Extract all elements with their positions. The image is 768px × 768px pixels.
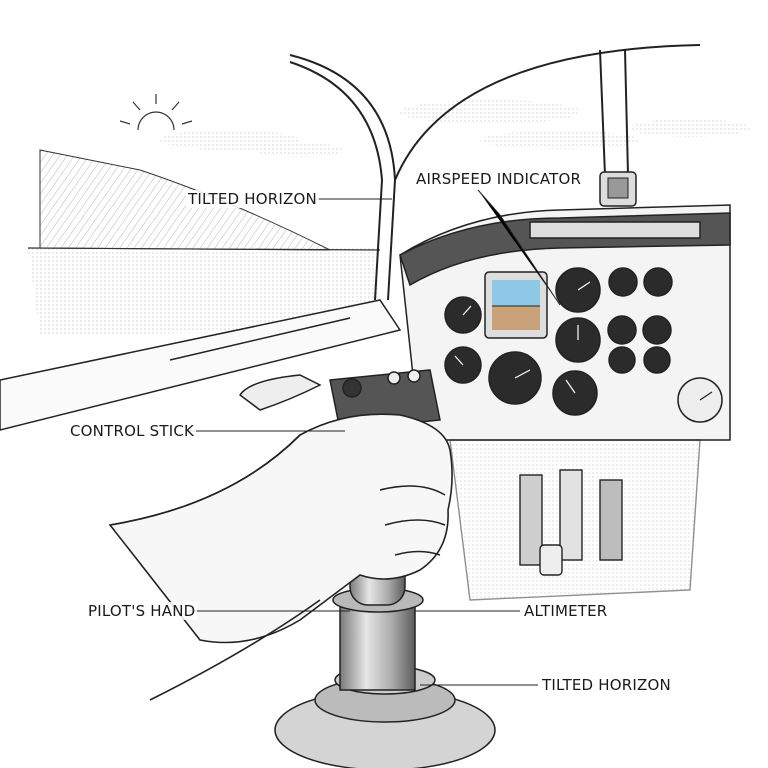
attitude-indicator xyxy=(484,271,548,339)
label-tilted-horizon-bottom: TILTED HORIZON xyxy=(540,676,673,694)
sun xyxy=(119,94,193,131)
label-airspeed-indicator: AIRSPEED INDICATOR xyxy=(414,170,584,188)
label-pilots-hand: PILOT'S HAND xyxy=(86,602,198,620)
throttle-quadrant xyxy=(449,439,701,601)
label-tilted-horizon-top: TILTED HORIZON xyxy=(186,190,319,208)
side-sill xyxy=(0,299,402,431)
label-altimeter: ALTIMETER xyxy=(522,602,610,620)
canopy-frame xyxy=(289,44,701,301)
gauge-needles xyxy=(454,281,713,401)
clouds xyxy=(160,100,750,157)
leader-lines xyxy=(188,189,561,686)
air-vent xyxy=(599,171,637,207)
label-control-stick: CONTROL STICK xyxy=(68,422,197,440)
pilot-hand xyxy=(108,413,453,701)
sea xyxy=(27,247,381,335)
